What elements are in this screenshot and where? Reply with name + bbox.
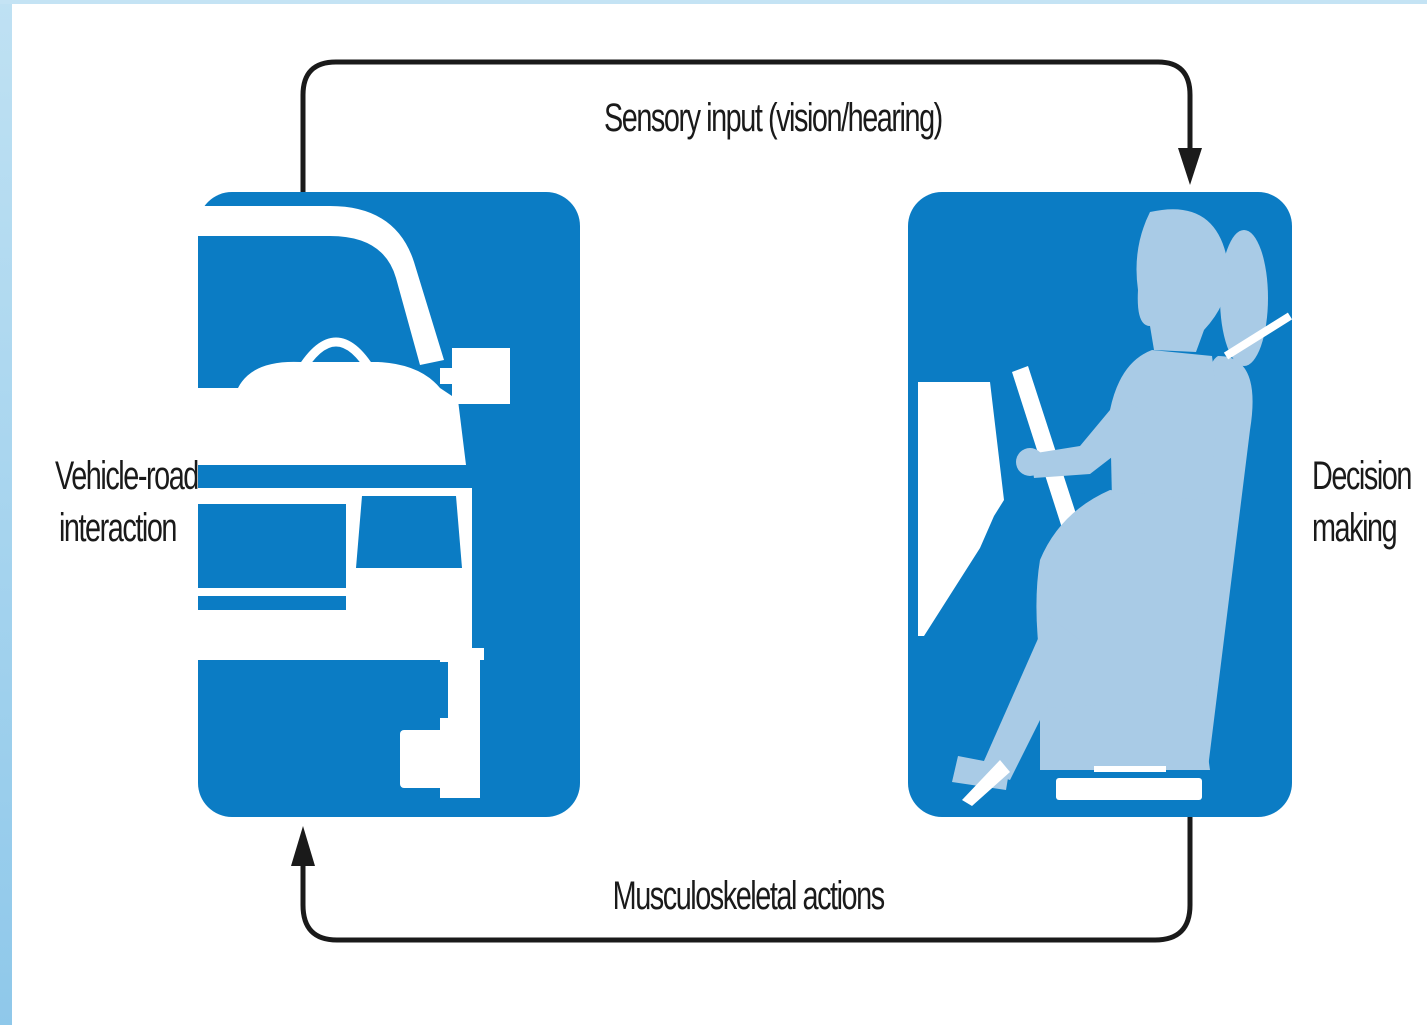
musculoskeletal-actions-label: Musculoskeletal actions	[613, 870, 884, 922]
seated-driver-icon	[908, 192, 1292, 817]
decision-making-line-1: Decision	[1312, 450, 1393, 502]
sensory-input-text: Sensory input (vision/hearing)	[604, 92, 892, 144]
vehicle-road-line-2: interaction	[55, 502, 176, 554]
sensory-input-label: Sensory input (vision/hearing)	[604, 92, 892, 144]
decision-making-label: Decision making	[1312, 450, 1393, 554]
car-front-icon	[198, 192, 580, 817]
vehicle-road-line-1: Vehicle-road	[55, 450, 176, 502]
musculoskeletal-actions-text: Musculoskeletal actions	[613, 870, 884, 922]
mirror-shape	[452, 348, 510, 404]
vehicle-road-interaction-label: Vehicle-road interaction	[55, 450, 176, 554]
decision-making-line-2: making	[1312, 502, 1393, 554]
